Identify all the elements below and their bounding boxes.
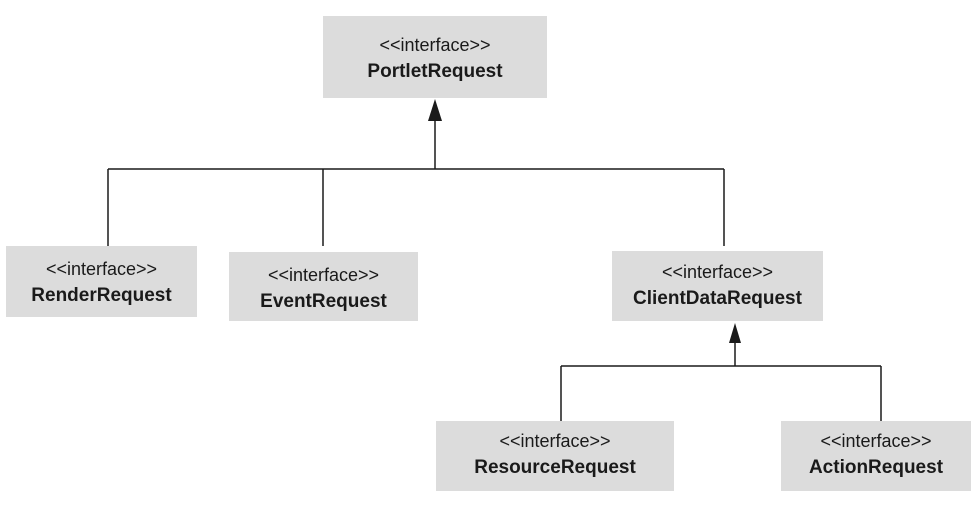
generalization-arrowhead-portlet: [428, 99, 442, 121]
interface-name: EventRequest: [260, 291, 387, 312]
interface-name: ResourceRequest: [474, 457, 636, 478]
stereotype-label: <<interface>>: [379, 35, 491, 55]
interface-name: ClientDataRequest: [633, 288, 802, 309]
stereotype-label: <<interface>>: [267, 265, 380, 285]
interface-node-portlet-request: <<interface>> PortletRequest: [323, 16, 547, 98]
interface-name: RenderRequest: [31, 285, 172, 306]
generalization-arrowhead-clientdata: [729, 323, 741, 343]
stereotype-label: <<interface>>: [661, 262, 774, 282]
interface-node-action-request: <<interface>> ActionRequest: [781, 421, 971, 491]
stereotype-label: <<interface>>: [820, 431, 932, 451]
interface-name: ActionRequest: [808, 457, 944, 478]
stereotype-label: <<interface>>: [45, 259, 158, 279]
stereotype-label: <<interface>>: [499, 431, 611, 451]
portlet-request-generalization-tree: [107, 121, 725, 246]
clientdata-request-generalization-tree: [560, 343, 882, 421]
interface-node-resource-request: <<interface>> ResourceRequest: [436, 421, 674, 491]
interface-node-clientdata-request: <<interface>> ClientDataRequest: [612, 251, 823, 321]
interface-name: PortletRequest: [367, 61, 503, 82]
interface-node-event-request: <<interface>> EventRequest: [229, 252, 418, 321]
interface-node-render-request: <<interface>> RenderRequest: [6, 246, 197, 317]
